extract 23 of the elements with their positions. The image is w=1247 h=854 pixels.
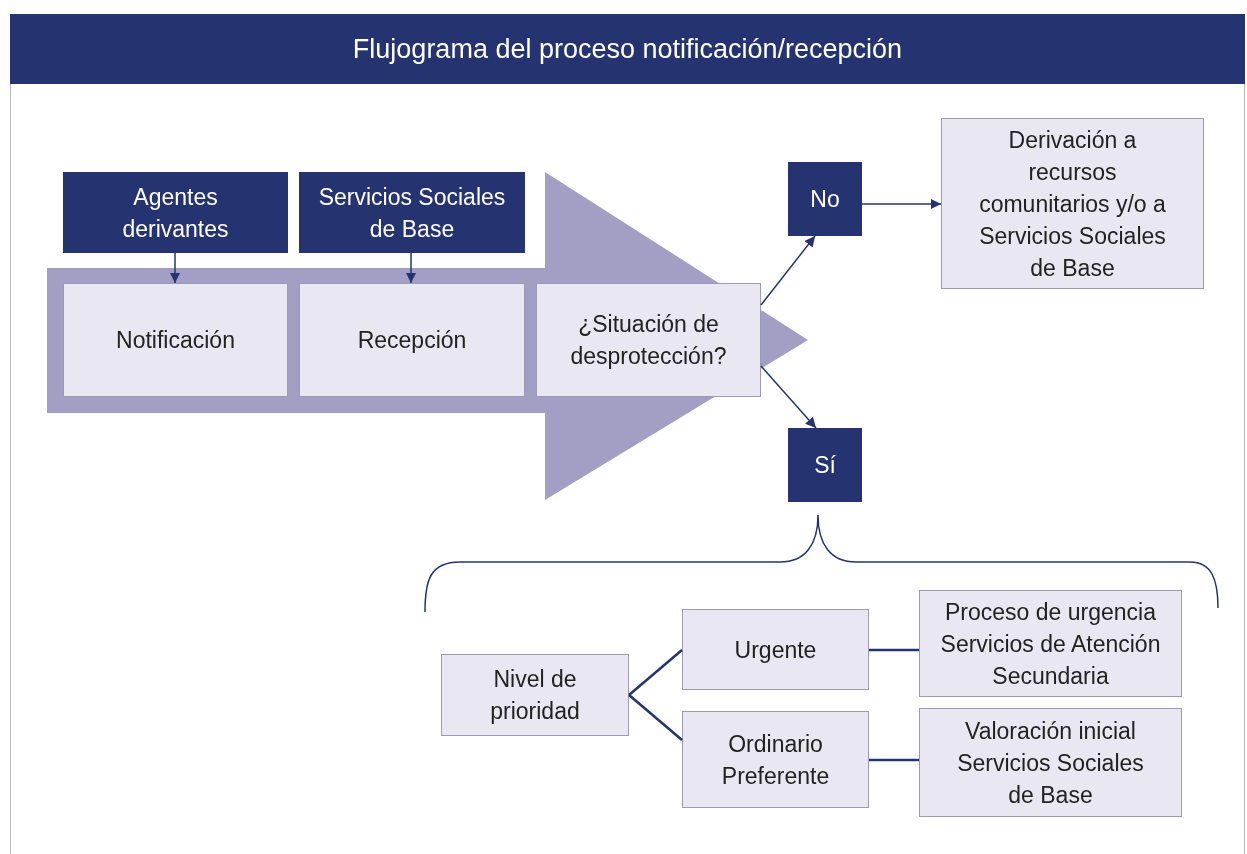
process-box: Ordinario Preferente [682, 711, 869, 808]
label-box: Sí [788, 428, 862, 502]
title-bar: Flujograma del proceso notificación/recepción [10, 14, 1245, 84]
process-box: Urgente [682, 609, 869, 690]
label-box: Agentes derivantes [63, 172, 288, 253]
label-box: No [788, 162, 862, 236]
process-box: ¿Situación de desprotección? [536, 283, 761, 397]
arrow [760, 235, 816, 306]
process-box: Valoración inicial Servicios Sociales de Base [919, 708, 1182, 817]
connector-line [869, 648, 919, 652]
arrow [405, 252, 417, 284]
connector-line [869, 758, 919, 762]
process-box: Recepción [299, 283, 525, 397]
process-box: Notificación [63, 283, 288, 397]
process-box: Proceso de urgencia Servicios de Atención Secundaria [919, 590, 1182, 697]
label-box: Servicios Sociales de Base [299, 172, 525, 253]
connector-line [628, 649, 683, 696]
process-box: Nivel de prioridad [441, 654, 629, 736]
process-box: Derivación a recursos comunitarios y/o a Servicios Sociales de Base [941, 118, 1204, 289]
arrow [169, 252, 181, 284]
arrow [760, 365, 817, 429]
arrow [861, 198, 942, 210]
connector-line [628, 694, 683, 741]
